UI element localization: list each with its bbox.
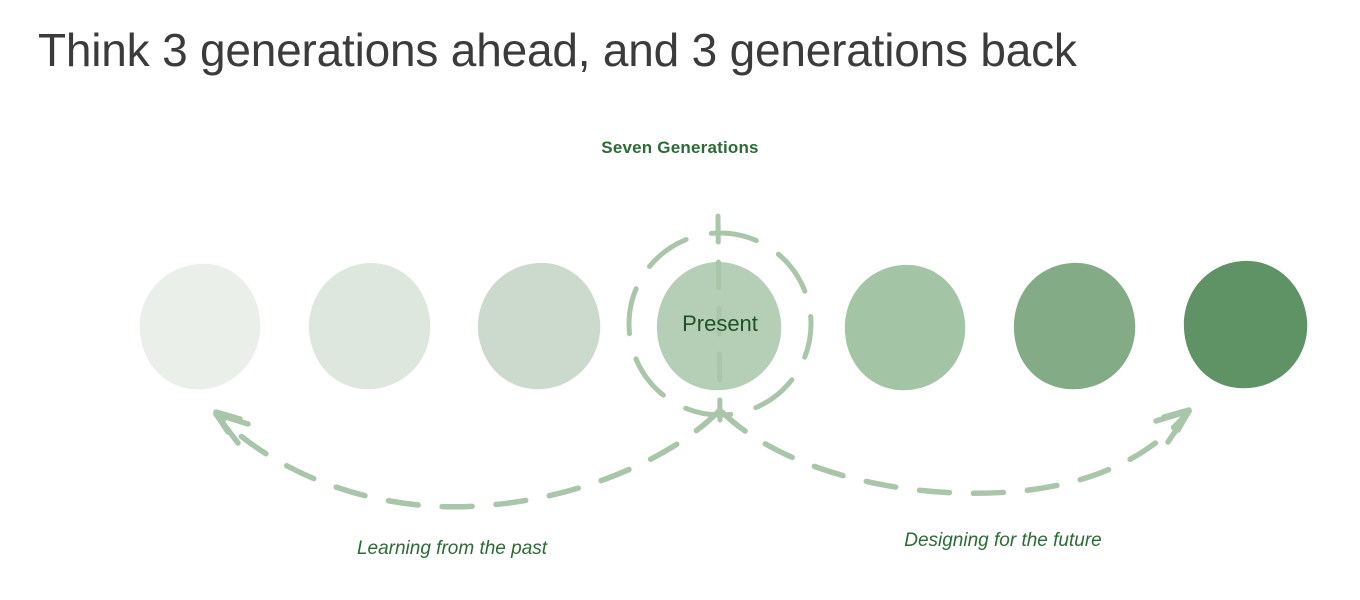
flow-caption-future: Designing for the future [904, 530, 1102, 551]
flow-caption-past: Learning from the past [357, 538, 548, 559]
page-title: Think 3 generations ahead, and 3 generat… [38, 24, 1077, 76]
diagram-heading: Seven Generations [601, 138, 759, 157]
learning-from-past-arrow [213, 408, 722, 510]
present-vertical-axis [715, 213, 723, 423]
generation-circle-1[interactable] [139, 263, 261, 390]
generation-circle-2[interactable] [308, 262, 431, 390]
present-label: Present [682, 311, 758, 336]
generation-circle-3[interactable] [477, 262, 601, 390]
designing-for-future-arrow [719, 407, 1192, 497]
generation-circle-7[interactable] [1183, 260, 1308, 389]
generation-circle-5[interactable] [844, 264, 966, 391]
generation-circle-6[interactable] [1013, 262, 1136, 390]
